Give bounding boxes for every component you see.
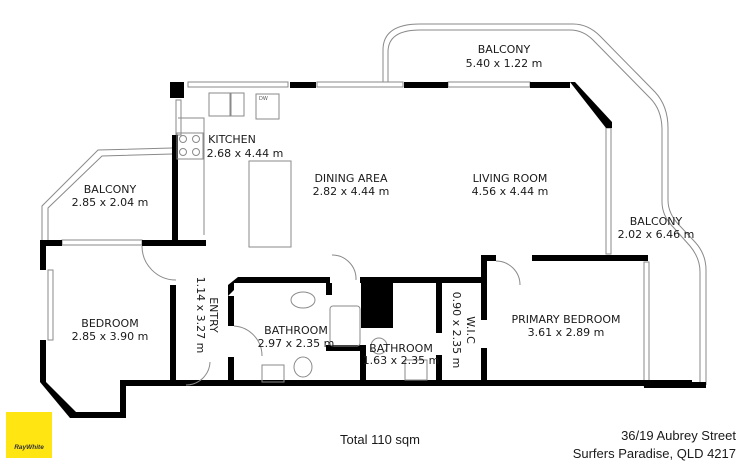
dishwasher-label: DW [259,96,268,102]
dining-name: DINING AREA [314,172,388,185]
bathroom2-size: 1.63 x 2.35 m [363,354,440,367]
entry-name: ENTRY [207,297,220,333]
kitchen-name: KITCHEN [208,133,256,146]
balcony-left-size: 2.85 x 2.04 m [72,196,149,209]
balcony-left-name: BALCONY [84,183,137,196]
balcony-outlines [41,23,707,385]
balcony-top-name: BALCONY [478,43,531,56]
bathroom2-name: BATHROOM [369,342,433,355]
bedroom-size: 2.85 x 3.90 m [72,330,149,343]
address-line-2: Surfers Paradise, QLD 4217 [572,446,736,461]
walls [40,82,706,418]
dining-size: 2.82 x 4.44 m [313,185,390,198]
balcony-right-size: 2.02 x 6.46 m [618,228,695,241]
bedroom-name: BEDROOM [81,317,138,330]
fixtures [141,92,521,386]
kitchen-size: 2.68 x 4.44 m [207,147,284,160]
logo-text: RayWhite [14,444,44,451]
balcony-right-name: BALCONY [630,215,683,228]
living-name: LIVING ROOM [473,172,548,185]
wic-size: 0.90 x 2.35 m [450,292,463,369]
entry-size: 1.14 x 3.27 m [194,277,207,354]
total-area: Total 110 sqm [340,432,420,447]
balcony-top-size: 5.40 x 1.22 m [466,57,543,70]
bathroom1-size: 2.97 x 2.35 m [258,337,335,350]
primary-bedroom-size: 3.61 x 2.89 m [528,326,605,339]
primary-bedroom-name: PRIMARY BEDROOM [511,313,620,326]
wic-name: W.I.C [464,316,477,344]
bathroom1-name: BATHROOM [264,324,328,337]
address-line-1: 36/19 Aubrey Street [621,428,736,443]
raywhite-logo: RayWhite [6,412,52,458]
property-address: 36/19 Aubrey Street Surfers Paradise, QL… [573,427,736,463]
room-labels: BALCONY 5.40 x 1.22 m KITCHEN 2.68 x 4.4… [72,43,695,368]
living-size: 4.56 x 4.44 m [472,185,549,198]
